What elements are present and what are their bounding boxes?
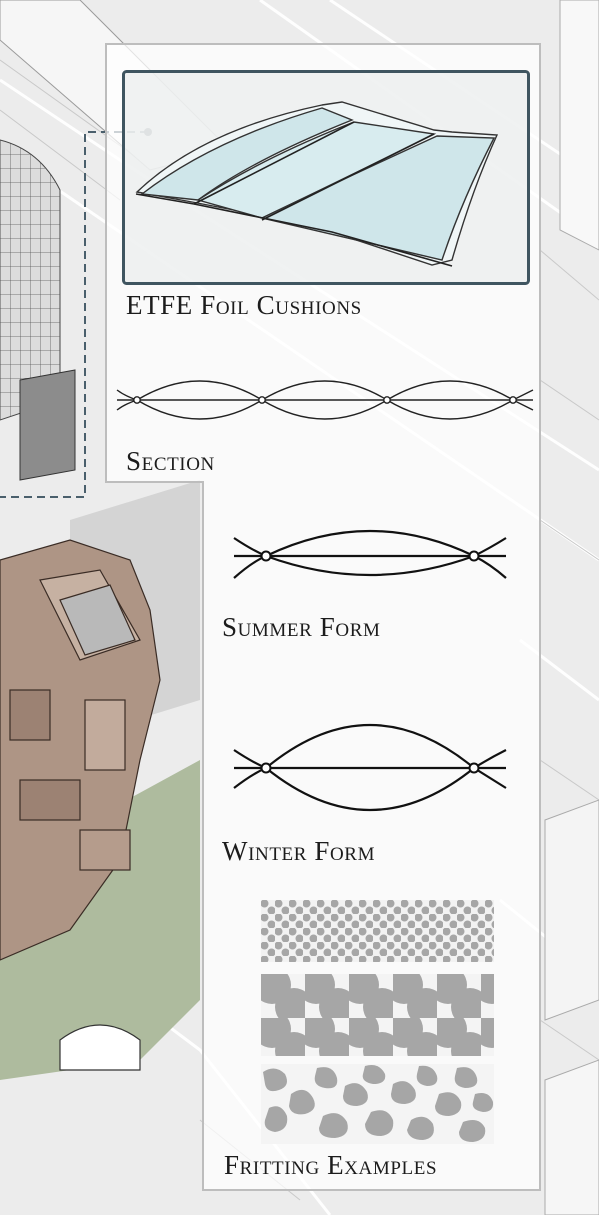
node-circle-icon [260, 550, 272, 562]
node-circle-icon [468, 550, 480, 562]
node-circle-icon [133, 396, 141, 404]
node-circle-icon [509, 396, 517, 404]
section-label: Section [126, 446, 215, 476]
node-circle-icon [383, 396, 391, 404]
node-circle-icon [468, 762, 480, 774]
fritting-small-dots-pattern [261, 900, 494, 962]
etfe-foil-cushions-label: ETFE Foil Cushions [126, 290, 362, 320]
node-circle-icon [260, 762, 272, 774]
section-diagram [116, 380, 534, 420]
fritting-examples-label: Fritting Examples [224, 1150, 438, 1180]
node-circle-icon [258, 396, 266, 404]
summer-form-diagram [233, 530, 507, 579]
winter-form-label: Winter Form [222, 836, 376, 866]
fritting-large-dots-pattern [261, 974, 494, 1056]
fritting-organic-pattern [261, 1064, 494, 1144]
winter-form-diagram [233, 723, 507, 812]
etfe-cushion-illustration [122, 70, 530, 285]
summer-form-label: Summer Form [222, 612, 381, 642]
